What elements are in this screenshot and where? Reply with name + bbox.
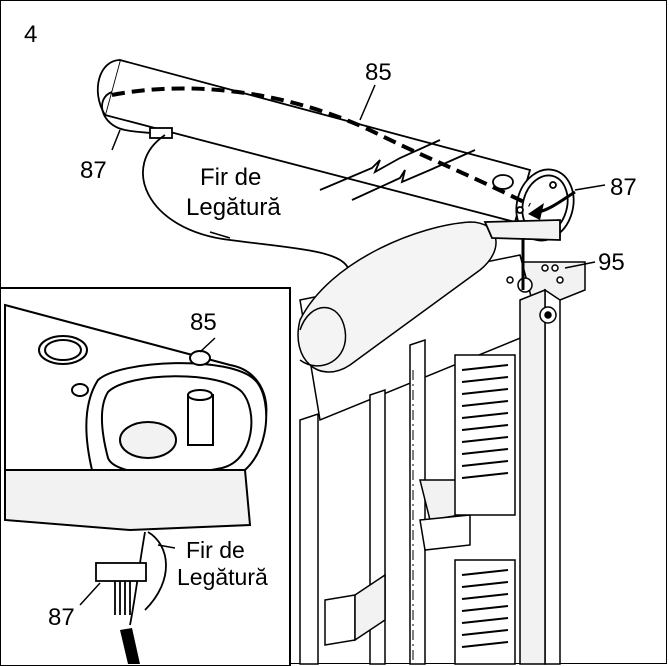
arrow-head (528, 203, 544, 220)
cable-bundle (120, 628, 140, 664)
vent-slats (461, 364, 509, 648)
label-wire-main-line1: Fir de (200, 164, 261, 191)
inset-leaders (79, 337, 216, 606)
step-number: 4 (24, 21, 37, 48)
label-inset-wire-line2: Legătură (177, 564, 268, 590)
label-part-95: 95 (598, 249, 625, 276)
label-inset-part-87: 87 (48, 604, 75, 631)
label-part-87-right: 87 (610, 174, 637, 201)
connector-87 (95, 562, 147, 582)
label-part-87-left: 87 (80, 157, 107, 184)
leader-lines (111, 84, 606, 269)
ground-wire (142, 134, 349, 269)
label-part-85-main: 85 (365, 59, 392, 86)
label-wire-main-line2: Legătură (186, 194, 281, 221)
label-inset-wire-line1: Fir de (186, 537, 245, 563)
break-lines (319, 139, 476, 201)
label-inset-part-85: 85 (190, 309, 217, 336)
upright-frame (297, 221, 586, 665)
inset-tube-85 (4, 303, 268, 532)
